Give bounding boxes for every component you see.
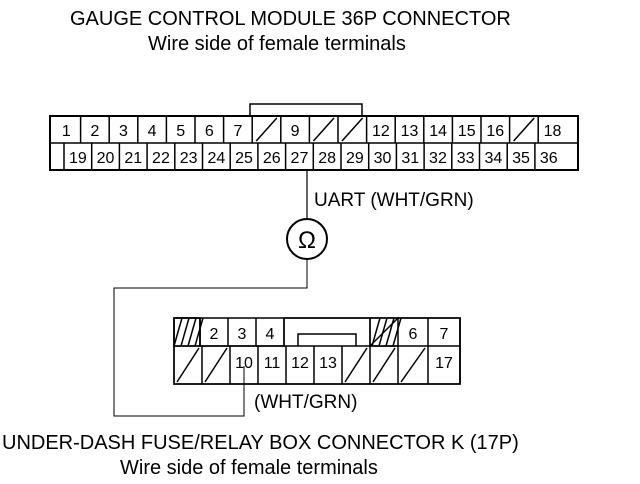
bottom-connector-17p bbox=[173, 317, 399, 347]
top-pin-label: 23 bbox=[180, 150, 198, 167]
top-pin-label: 19 bbox=[69, 150, 87, 167]
cavity-blank-slash bbox=[513, 117, 535, 142]
top-pin-label: 24 bbox=[207, 150, 225, 167]
bottom-pin-label: 2 bbox=[210, 326, 219, 343]
cavity-blank-slash bbox=[400, 347, 426, 383]
bottom-probe-label: (WHT/GRN) bbox=[254, 392, 357, 413]
top-connector-title: GAUGE CONTROL MODULE 36P CONNECTOR bbox=[70, 8, 511, 30]
bottom-pin-label: 13 bbox=[319, 355, 337, 372]
cavity-blank-slash bbox=[204, 347, 228, 383]
top-pin-label: 5 bbox=[176, 123, 185, 140]
bottom-pin-label: 3 bbox=[238, 326, 247, 343]
top-connector-lock-tab bbox=[249, 103, 363, 116]
top-pin-label: 2 bbox=[90, 123, 99, 140]
top-pin-label: 3 bbox=[119, 123, 128, 140]
bottom-pin-label: 7 bbox=[440, 326, 449, 343]
top-pin-label: 13 bbox=[401, 123, 419, 140]
top-pin-label: 28 bbox=[318, 150, 336, 167]
top-pin-label: 22 bbox=[152, 150, 170, 167]
top-pin-label: 35 bbox=[512, 150, 530, 167]
top-pin-label: 20 bbox=[97, 150, 115, 167]
top-pin-label: 32 bbox=[429, 150, 447, 167]
top-pin-label: 7 bbox=[233, 123, 242, 140]
ohm-symbol: Ω bbox=[298, 227, 316, 254]
bottom-pin-label: 12 bbox=[291, 355, 309, 372]
top-pin-label: 33 bbox=[457, 150, 475, 167]
bottom-pin-label: 17 bbox=[435, 355, 453, 372]
bottom-pin-label: 4 bbox=[266, 326, 275, 343]
bottom-pin-label: 10 bbox=[235, 355, 253, 372]
top-pin-label: 18 bbox=[544, 123, 562, 140]
top-pin-label: 21 bbox=[124, 150, 142, 167]
bottom-connector-subtitle: Wire side of female terminals bbox=[120, 457, 378, 479]
top-pin-label: 9 bbox=[291, 123, 300, 140]
top-pin-label: 14 bbox=[429, 123, 447, 140]
top-pin-label: 31 bbox=[401, 150, 419, 167]
cavity-blank-slash bbox=[341, 117, 364, 142]
top-pin-label: 34 bbox=[484, 150, 502, 167]
top-pin-label: 29 bbox=[346, 150, 364, 167]
top-pin-label: 26 bbox=[263, 150, 281, 167]
wht-grn-wire bbox=[113, 259, 308, 417]
top-pin-label: 30 bbox=[374, 150, 392, 167]
top-pin-label: 27 bbox=[291, 150, 309, 167]
bottom-connector-title: UNDER-DASH FUSE/RELAY BOX CONNECTOR K (1… bbox=[2, 432, 519, 454]
bottom-pin-label: 6 bbox=[409, 326, 418, 343]
cavity-blank-slash bbox=[344, 347, 368, 383]
cavity-blank-slash bbox=[255, 117, 278, 142]
top-pin-label: 12 bbox=[372, 123, 390, 140]
uart-probe-label: UART (WHT/GRN) bbox=[314, 190, 474, 211]
top-pin-label: 16 bbox=[486, 123, 504, 140]
top-pin-label: 36 bbox=[540, 150, 558, 167]
cavity-blank-slash bbox=[312, 117, 335, 142]
cavity-blank-slash bbox=[176, 347, 200, 383]
top-pin-label: 4 bbox=[148, 123, 157, 140]
bottom-pin-label: 11 bbox=[264, 355, 281, 372]
top-pin-label: 25 bbox=[235, 150, 253, 167]
top-pin-label: 1 bbox=[62, 123, 71, 140]
top-connector-subtitle: Wire side of female terminals bbox=[148, 33, 406, 55]
top-connector-36p bbox=[49, 103, 579, 171]
top-pin-label: 6 bbox=[205, 123, 214, 140]
top-pin-label: 15 bbox=[458, 123, 476, 140]
cavity-blank-slash bbox=[372, 347, 396, 383]
